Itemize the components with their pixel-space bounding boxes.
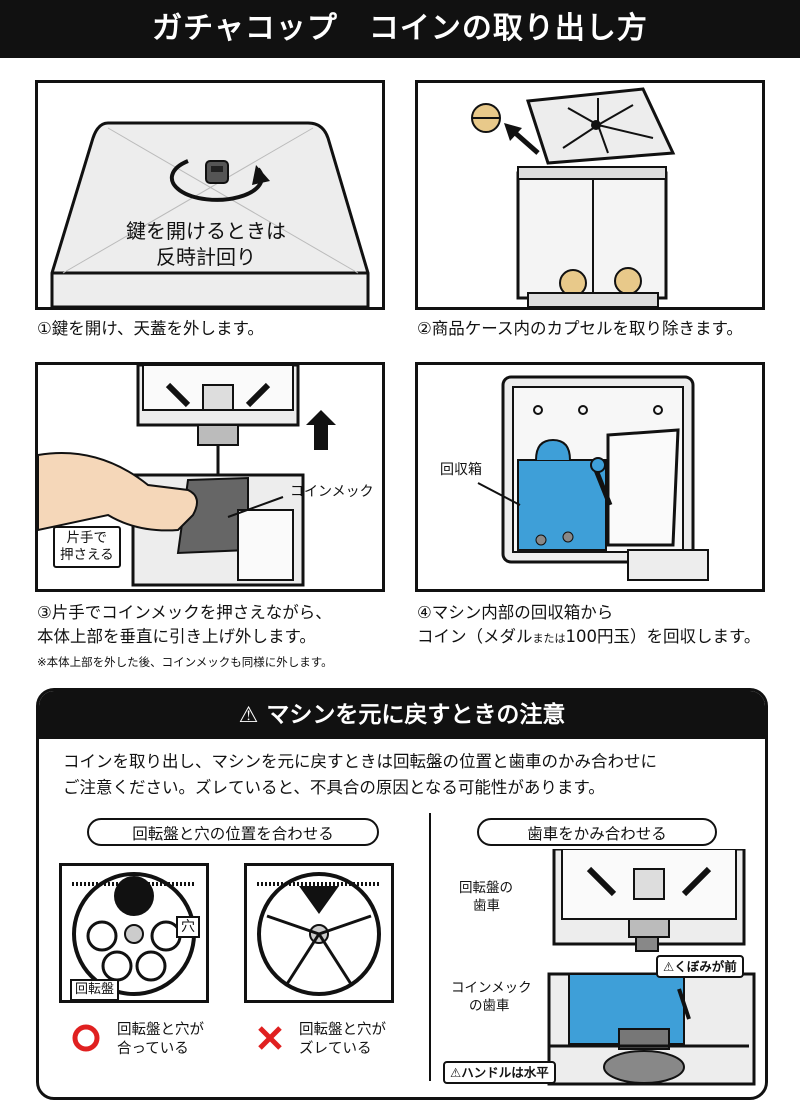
ok-caption: 回転盤と穴が 合っている [117, 1021, 204, 1059]
notch-warning-icon: ⚠ [663, 959, 675, 974]
label-disc-gear-line2: 歯車 [473, 898, 500, 914]
tag-handle: ⚠ハンドルは水平 [443, 1061, 556, 1084]
ok-caption-line2: 合っている [117, 1041, 189, 1057]
warning-title: マシンを元に戻すときの注意 [266, 702, 566, 728]
warning-icon: ⚠ [238, 703, 259, 728]
label-coin-gear: コインメック の歯車 [451, 979, 532, 1015]
step3-panel: コインメック 片手で 押さえる [35, 362, 385, 592]
warning-text: コインを取り出し、マシンを元に戻すときは回転盤の位置と歯車のかみ合わせに ご注意… [63, 749, 657, 801]
tag-notch: ⚠くぼみが前 [656, 955, 744, 978]
step3-label-hand: 片手で 押さえる [53, 526, 121, 568]
warning-text-line2: ご注意ください。ズレていると、不具合の原因となる可能性があります。 [63, 778, 605, 797]
label-disc: 回転盤 [70, 979, 120, 1000]
step1-overlay-line2: 反時計回り [156, 245, 256, 269]
step4-panel: 回収箱 [415, 362, 765, 592]
step4-illustration [477, 375, 709, 581]
step3-illustration [38, 365, 336, 587]
step2-panel [415, 80, 765, 310]
ng-caption: 回転盤と穴が ズレている [299, 1021, 386, 1059]
step1-panel: 鍵を開けるときは 反時計回り [35, 80, 385, 310]
label-coin-gear-line2: の歯車 [469, 998, 510, 1014]
warning-divider [429, 813, 431, 1081]
label-disc-gear-line1: 回転盤の [459, 880, 513, 896]
tag-notch-text: くぼみが前 [674, 959, 737, 974]
step3-label-hand-line1: 片手で [66, 530, 108, 546]
step4-caption-b: 100円玉）を回収します。 [565, 627, 761, 646]
label-hole: 穴 [176, 916, 200, 938]
disc-ng-panel [244, 863, 394, 1003]
step4-caption-a: コイン（メダル [417, 627, 533, 646]
warning-text-line1: コインを取り出し、マシンを元に戻すときは回転盤の位置と歯車のかみ合わせに [63, 752, 657, 771]
step1-caption: ①鍵を開け、天蓋を外します。 [37, 319, 264, 338]
step1-overlay-line1: 鍵を開けるときは [126, 219, 286, 243]
warning-header: ⚠ マシンを元に戻すときの注意 [39, 691, 765, 739]
tag-handle-text: ハンドルは水平 [461, 1065, 549, 1080]
step3-label-coinmech: コインメック [290, 484, 374, 500]
right-pill: 歯車をかみ合わせる [477, 818, 717, 846]
ok-circle-icon [72, 1024, 100, 1052]
ng-cross-icon [258, 1026, 282, 1050]
step2-illustration [471, 87, 676, 307]
disc-ng-illustration [257, 872, 381, 996]
page-title: ガチャコップ コインの取り出し方 [0, 0, 800, 58]
step3-caption-line2: 本体上部を垂直に引き上げ外します。 [37, 627, 316, 646]
warning-section: ⚠ マシンを元に戻すときの注意 コインを取り出し、マシンを元に戻すときは回転盤の… [36, 688, 768, 1100]
ng-caption-line2: ズレている [299, 1041, 372, 1057]
step4-caption-line2: コイン（メダルまたは100円玉）を回収します。 [417, 626, 760, 650]
step4-caption-small: または [532, 632, 566, 645]
step3-note: ※本体上部を外した後、コインメックも同様に外します。 [37, 655, 333, 669]
step2-caption: ②商品ケース内のカプセルを取り除きます。 [417, 319, 743, 338]
gear-illustration [547, 849, 756, 1086]
step1-illustration [50, 121, 370, 307]
disc-ok-panel: 穴 回転盤 [59, 863, 209, 1003]
step4-caption-line1: ④マシン内部の回収箱から [417, 603, 614, 622]
label-coin-gear-line1: コインメック [451, 980, 532, 996]
ok-caption-line1: 回転盤と穴が [117, 1022, 204, 1038]
step3-caption-line1: ③片手でコインメックを押さえながら、 [37, 603, 332, 622]
step3-label-hand-line2: 押さえる [60, 547, 114, 563]
label-disc-gear: 回転盤の 歯車 [459, 879, 513, 915]
ng-caption-line1: 回転盤と穴が [299, 1022, 386, 1038]
step4-label-box: 回収箱 [440, 462, 482, 478]
left-pill: 回転盤と穴の位置を合わせる [87, 818, 379, 846]
handle-warning-icon: ⚠ [450, 1065, 462, 1080]
disc-ok-illustration [72, 872, 196, 996]
